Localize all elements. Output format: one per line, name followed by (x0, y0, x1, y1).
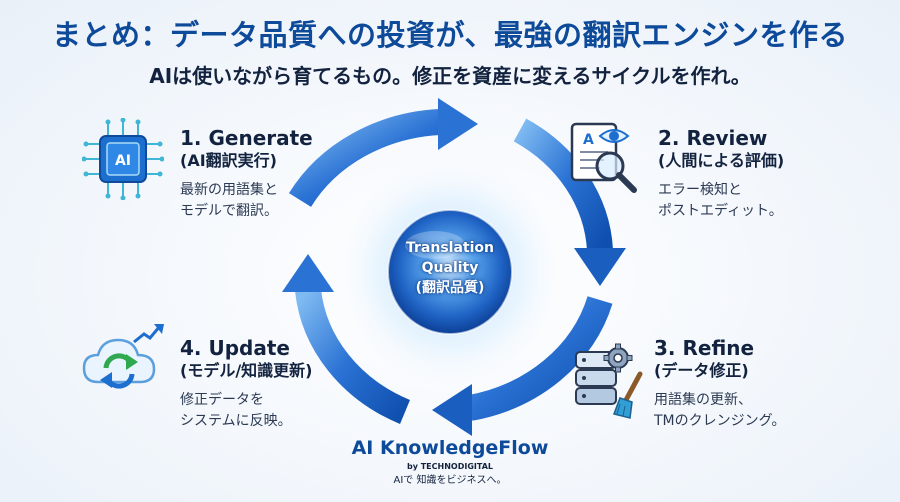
ai-chip-icon: AI (82, 118, 164, 200)
brand-tagline: AIで 知識をビジネスへ。 (393, 475, 507, 486)
step-update-desc-line1: 修正データを (180, 392, 264, 408)
step-review-desc: エラー検知と ポストエディット。 (658, 180, 784, 222)
database-gear-brush-icon (575, 343, 643, 419)
step-update-desc-line2: システムに反映。 (180, 413, 292, 429)
step-review-desc-line1: エラー検知と (658, 182, 742, 198)
step-review-subtitle: (人間による評価) (658, 151, 785, 170)
page-subtitle: AIは使いながら育てるもの。修正を資産に変えるサイクルを作れ。 (149, 64, 751, 88)
cycle-arrow-1 (288, 98, 478, 208)
step-refine-desc-line2: TMのクレンジング。 (654, 413, 786, 429)
step-refine: 3. Refine (データ修正) 用語集の更新、 TMのクレンジング。 (654, 336, 786, 432)
step-refine-desc: 用語集の更新、 TMのクレンジング。 (654, 390, 786, 432)
brand-logo: AI KnowledgeFlow by TECHNODIGITAL AIで 知識… (350, 436, 550, 488)
orb-label-line1: Translation (406, 240, 494, 256)
step-generate-title: 1. Generate (180, 126, 313, 150)
step-generate-desc-line1: 最新の用語集と (180, 182, 278, 198)
cycle-arrow-4 (282, 254, 411, 425)
step-refine-desc-line1: 用語集の更新、 (654, 392, 752, 408)
orb-label: Translation Quality (翻訳品質) (390, 238, 510, 298)
step-generate-desc: 最新の用語集と モデルで翻訳。 (180, 180, 313, 222)
translation-orb (387, 209, 513, 335)
step-generate-subtitle: (AI翻訳実行) (180, 151, 277, 170)
cycle-arrow-3 (432, 295, 613, 436)
step-update-subtitle: (モデル/知識更新) (180, 361, 313, 380)
step-generate-desc-line2: モデルで翻訳。 (180, 203, 278, 219)
document-letter: A (583, 132, 594, 148)
step-update: 4. Update (モデル/知識更新) 修正データを システムに反映。 (180, 336, 312, 432)
brand-name: AI KnowledgeFlow (351, 437, 549, 459)
orb-label-line3: (翻訳品質) (415, 280, 485, 296)
step-refine-title: 3. Refine (654, 336, 755, 360)
step-refine-subtitle: (データ修正) (654, 361, 749, 380)
page-title: まとめ：データ品質への投資が、最強の翻訳エンジンを作る (52, 18, 848, 52)
step-update-desc: 修正データを システムに反映。 (180, 390, 312, 432)
orb-label-line2: Quality (421, 260, 479, 276)
brand-by: by TECHNODIGITAL (407, 462, 493, 471)
document-eye-magnifier-icon: A (570, 122, 637, 193)
ai-chip-label: AI (115, 153, 131, 169)
step-generate: 1. Generate (AI翻訳実行) 最新の用語集と モデルで翻訳。 (180, 126, 313, 222)
step-review-title: 2. Review (658, 126, 768, 150)
step-review-desc-line2: ポストエディット。 (658, 203, 783, 219)
cloud-sync-icon (82, 324, 164, 389)
step-review: 2. Review (人間による評価) エラー検知と ポストエディット。 (658, 126, 784, 222)
step-update-title: 4. Update (180, 336, 290, 360)
cycle-arrow-2 (513, 118, 626, 286)
